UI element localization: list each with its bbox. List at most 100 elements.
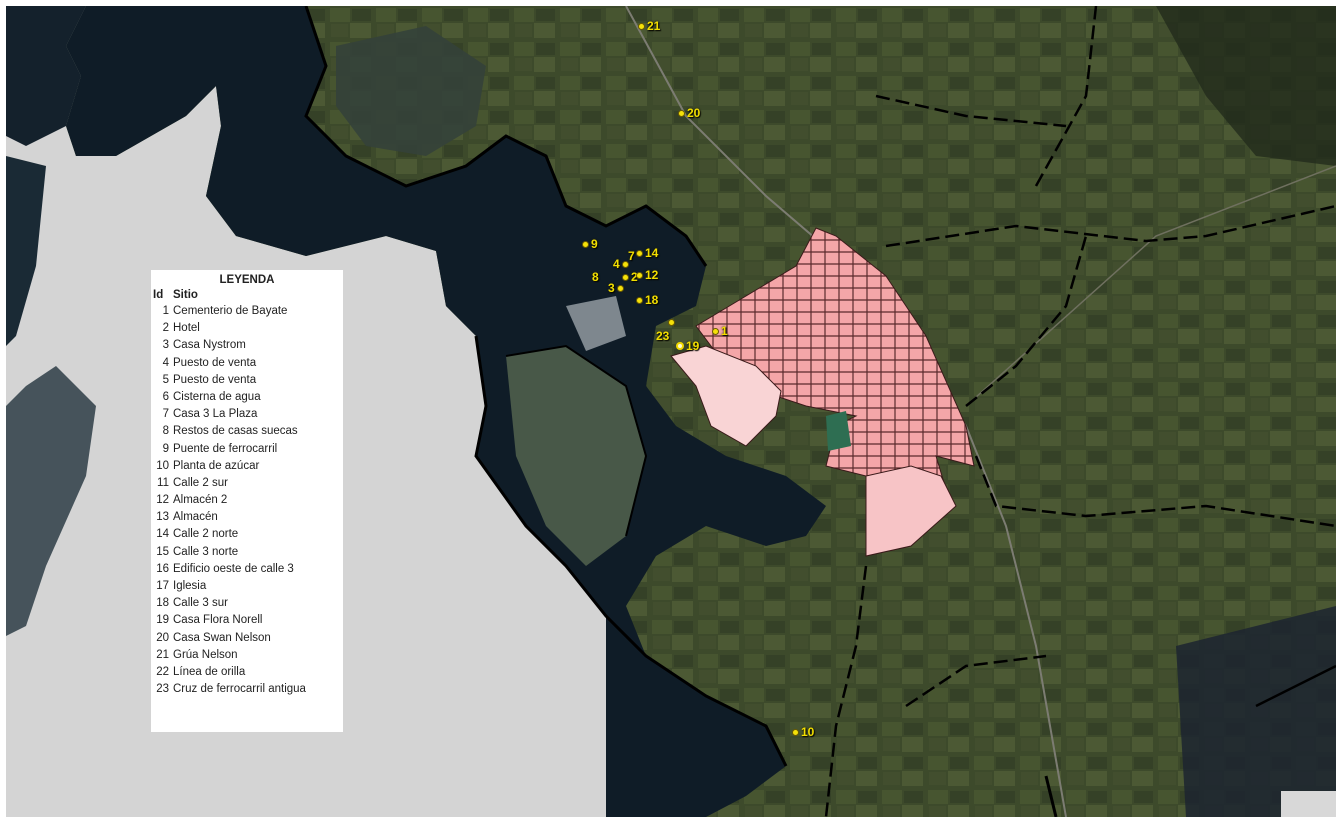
marker-label: 21 — [647, 19, 661, 33]
marker-label: 19 — [686, 339, 700, 353]
marker-dot-icon — [678, 109, 685, 117]
legend-item-id: 8 — [162, 425, 169, 438]
marker-4[interactable]: 4 — [613, 258, 629, 270]
marker-20[interactable]: 20 — [678, 107, 700, 119]
legend-column-site: Sitio — [173, 289, 198, 301]
legend-item-name: Almacén — [173, 511, 218, 524]
legend-item-name: Grúa Nelson — [173, 648, 238, 661]
marker-dot-icon — [676, 342, 684, 350]
legend-item: 16 Edificio oeste de calle 3 — [151, 561, 343, 578]
marker-dot-icon — [616, 284, 624, 292]
marker-8[interactable]: 8 — [592, 271, 599, 283]
marker-2[interactable]: 2 — [622, 271, 638, 283]
legend-item: 22 Línea de orilla — [151, 664, 343, 681]
marker-label: 8 — [592, 270, 599, 284]
marker-9[interactable]: 9 — [582, 238, 598, 250]
legend-item-name: Almacén 2 — [173, 494, 228, 507]
marker-label: 14 — [645, 246, 659, 260]
marker-label: 3 — [608, 281, 615, 295]
marker-3[interactable]: 3 — [608, 282, 624, 294]
marker-21[interactable]: 21 — [638, 20, 660, 32]
legend-item: 1 Cementerio de Bayate — [151, 303, 343, 320]
marker-label: 10 — [801, 725, 815, 739]
legend-item-id: 20 — [156, 631, 169, 644]
marker-dot-icon — [792, 728, 799, 736]
legend-item-name: Edificio oeste de calle 3 — [173, 562, 294, 575]
marker-dot-icon — [636, 271, 643, 279]
legend-item-name: Cruz de ferrocarril antigua — [173, 683, 306, 696]
marker-12[interactable]: 12 — [636, 269, 658, 281]
legend-item-id: 18 — [156, 597, 169, 610]
legend-item: 14 Calle 2 norte — [151, 526, 343, 543]
marker-23[interactable]: 23 — [656, 319, 676, 343]
admin-boundaries — [824, 6, 1336, 817]
marker-10[interactable]: 10 — [792, 726, 814, 738]
legend-item-name: Puesto de venta — [173, 356, 257, 369]
marker-label: 7 — [628, 249, 635, 263]
legend-item-id: 21 — [156, 648, 169, 661]
legend-item-name: Puente de ferrocarril — [173, 442, 278, 455]
legend-item-id: 7 — [162, 408, 169, 421]
legend-item-id: 15 — [156, 545, 169, 558]
legend-item-id: 1 — [162, 305, 169, 317]
marker-7[interactable]: 7 — [628, 250, 635, 262]
marker-19[interactable]: 19 — [676, 340, 699, 352]
legend-item-id: 2 — [162, 322, 169, 335]
legend-item-id: 19 — [156, 614, 169, 627]
marker-dot-icon — [712, 327, 719, 335]
legend-title: LEYENDA — [219, 274, 275, 286]
legend-item: 21 Grúa Nelson — [151, 647, 343, 664]
legend-item: 18 Calle 3 sur — [151, 595, 343, 612]
legend-item-id: 13 — [156, 511, 169, 524]
marker-1[interactable]: 1 — [712, 325, 728, 337]
legend-item-name: Casa Flora Norell — [173, 614, 263, 627]
legend-item: 5 Puesto de venta — [151, 372, 343, 389]
legend-item-name: Planta de azúcar — [173, 459, 260, 472]
legend-item-id: 12 — [156, 494, 169, 507]
legend-item-id: 5 — [162, 373, 169, 386]
legend-item-id: 4 — [162, 356, 169, 369]
marker-dot-icon — [582, 240, 589, 248]
legend-item-id: 10 — [156, 459, 169, 472]
legend-item-name: Puesto de venta — [173, 373, 257, 386]
legend-item: 12 Almacén 2 — [151, 492, 343, 509]
legend-item-name: Línea de orilla — [173, 665, 246, 678]
legend-item-name: Cementerio de Bayate — [173, 305, 288, 317]
legend-item: 7 Casa 3 La Plaza — [151, 406, 343, 423]
legend-item-id: 17 — [156, 580, 169, 592]
legend-item-name: Casa 3 La Plaza — [173, 408, 258, 421]
marker-dot-icon — [638, 22, 645, 30]
legend-item-name: Calle 3 norte — [173, 545, 239, 558]
legend-item-name: Calle 2 sur — [173, 476, 228, 489]
legend-item-id: 3 — [162, 339, 169, 352]
marker-18[interactable]: 18 — [636, 294, 658, 306]
legend-item-name: Calle 2 norte — [173, 528, 239, 541]
legend-item: 15 Calle 3 norte — [151, 544, 343, 561]
legend-item-id: 6 — [162, 390, 169, 403]
legend-item-name: Cisterna de agua — [173, 390, 261, 403]
marker-label: 20 — [687, 106, 701, 120]
legend-item-id: 22 — [156, 665, 169, 678]
marker-label: 1 — [721, 324, 728, 338]
marker-dot-icon — [622, 273, 629, 281]
marker-label: 9 — [591, 237, 598, 251]
legend-item-name: Calle 3 sur — [173, 597, 228, 610]
marker-14[interactable]: 14 — [636, 247, 658, 259]
marker-label: 4 — [613, 257, 620, 271]
legend-item-id: 16 — [156, 562, 169, 575]
water-body — [66, 6, 826, 817]
marker-label: 18 — [645, 293, 659, 307]
marker-dot-icon — [621, 260, 629, 268]
legend-item: 6 Cisterna de agua — [151, 389, 343, 406]
legend-item-id: 14 — [156, 528, 169, 541]
marker-dot-icon — [668, 319, 676, 326]
marker-label: 23 — [656, 329, 670, 343]
